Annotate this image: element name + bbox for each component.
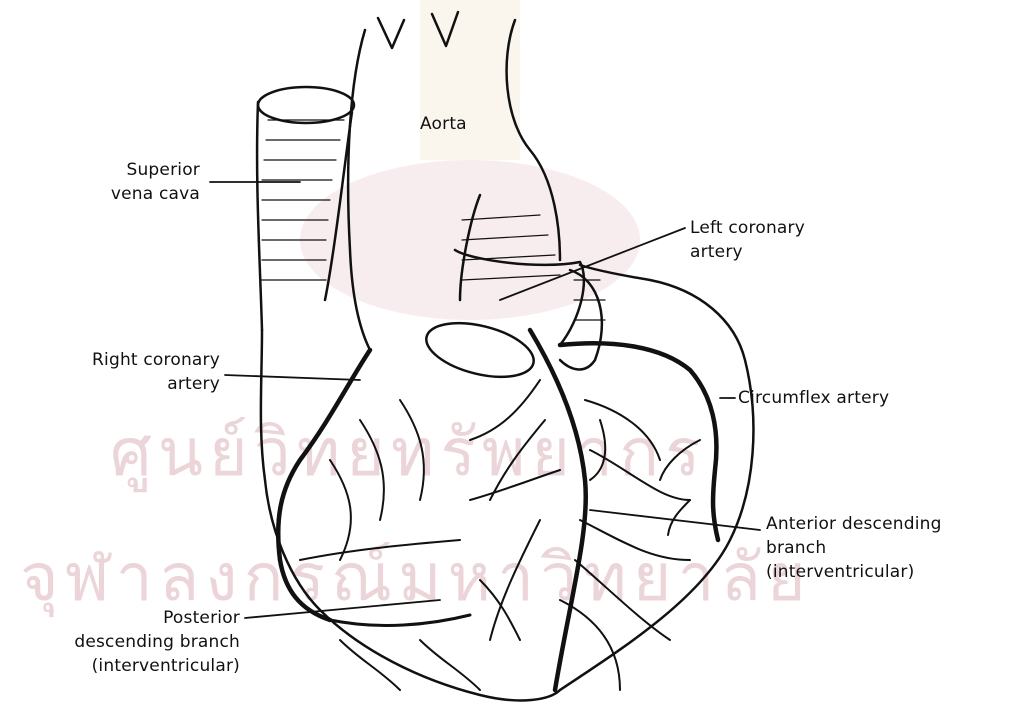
leader-right-coronary bbox=[225, 375, 360, 380]
svc-left-wall bbox=[257, 102, 262, 330]
aortic-branch-1 bbox=[378, 18, 404, 48]
pulmonary-valve bbox=[421, 313, 539, 386]
posterior-descending-branch-label: Posterior descending branch (interventri… bbox=[10, 606, 240, 678]
anterior-descending-branch-label: Anterior descending branch (interventric… bbox=[766, 512, 942, 584]
pulmonary-trunk bbox=[455, 250, 584, 345]
aorta-inner-curve bbox=[460, 195, 480, 300]
leader-posterior bbox=[245, 600, 440, 618]
superior-vena-cava-label: Superior vena cava bbox=[60, 158, 200, 206]
posterior-descending-branch bbox=[330, 615, 470, 625]
svc-opening bbox=[258, 87, 354, 123]
right-coronary-artery bbox=[278, 350, 370, 620]
left-coronary-artery-label: Left coronary artery bbox=[690, 216, 805, 264]
aortic-branch-2 bbox=[432, 12, 458, 46]
circumflex-artery-label: Circumflex artery bbox=[738, 386, 889, 410]
aorta-right-wall bbox=[507, 20, 560, 260]
right-coronary-artery-label: Right coronary artery bbox=[20, 348, 220, 396]
heart-outline-right bbox=[560, 265, 753, 690]
aorta-left-wall bbox=[348, 30, 370, 350]
leader-anterior bbox=[590, 510, 760, 530]
heart-outline-left bbox=[261, 330, 560, 700]
aorta-label: Aorta bbox=[420, 112, 467, 136]
